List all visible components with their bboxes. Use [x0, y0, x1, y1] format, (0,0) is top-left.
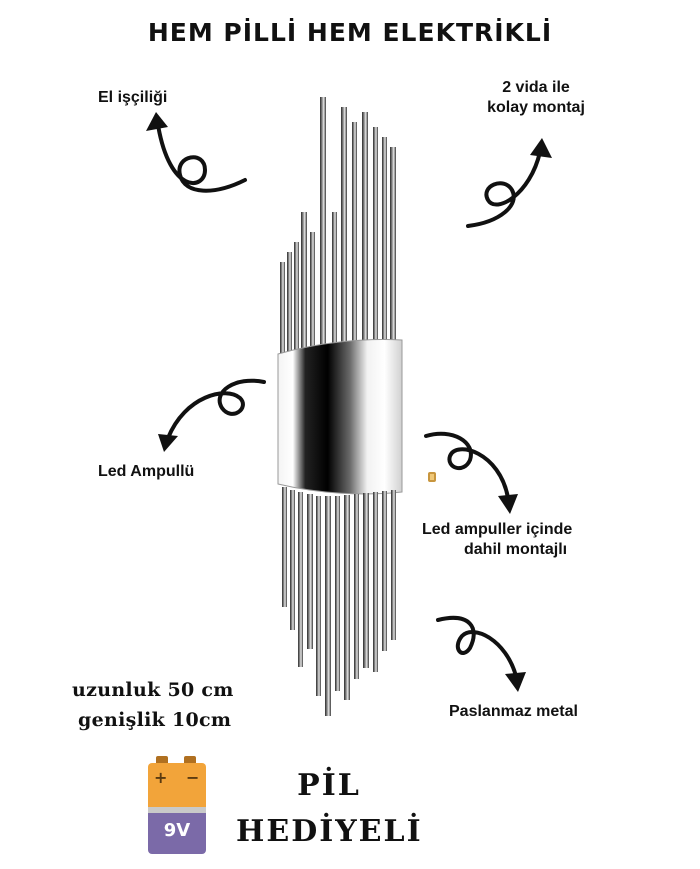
- led-label: Led Ampullü: [98, 463, 195, 480]
- craft-label: El işçiliği: [98, 89, 168, 106]
- battery-minus: −: [186, 768, 200, 787]
- battery-label: 9V: [163, 820, 191, 841]
- battery-plus: +: [154, 768, 168, 787]
- page-title: HEM PİLLİ HEM ELEKTRİKLİ: [147, 18, 553, 47]
- mount-label-line2: kolay montaj: [487, 99, 585, 116]
- metal-label: Paslanmaz metal: [449, 703, 578, 720]
- length-text: uzunluk 50 cm: [72, 679, 234, 701]
- mount-label-line1: 2 vida ile: [502, 79, 570, 96]
- gift-line2: HEDİYELİ: [236, 814, 423, 849]
- battery-icon: + − 9V: [148, 756, 206, 854]
- bulb-icon: [428, 472, 436, 482]
- bulbs-label-line2: dahil montajlı: [464, 541, 568, 558]
- wall-lamp-image: [277, 97, 403, 716]
- bulbs-label-line1: Led ampuller içinde: [422, 521, 573, 538]
- bulbs-label: Led ampuller içinde dahil montajlı: [422, 520, 572, 560]
- gift-line1: PİL: [297, 768, 361, 803]
- mount-label: 2 vida ile kolay montaj: [466, 78, 606, 118]
- width-text: genişlik 10cm: [78, 709, 232, 731]
